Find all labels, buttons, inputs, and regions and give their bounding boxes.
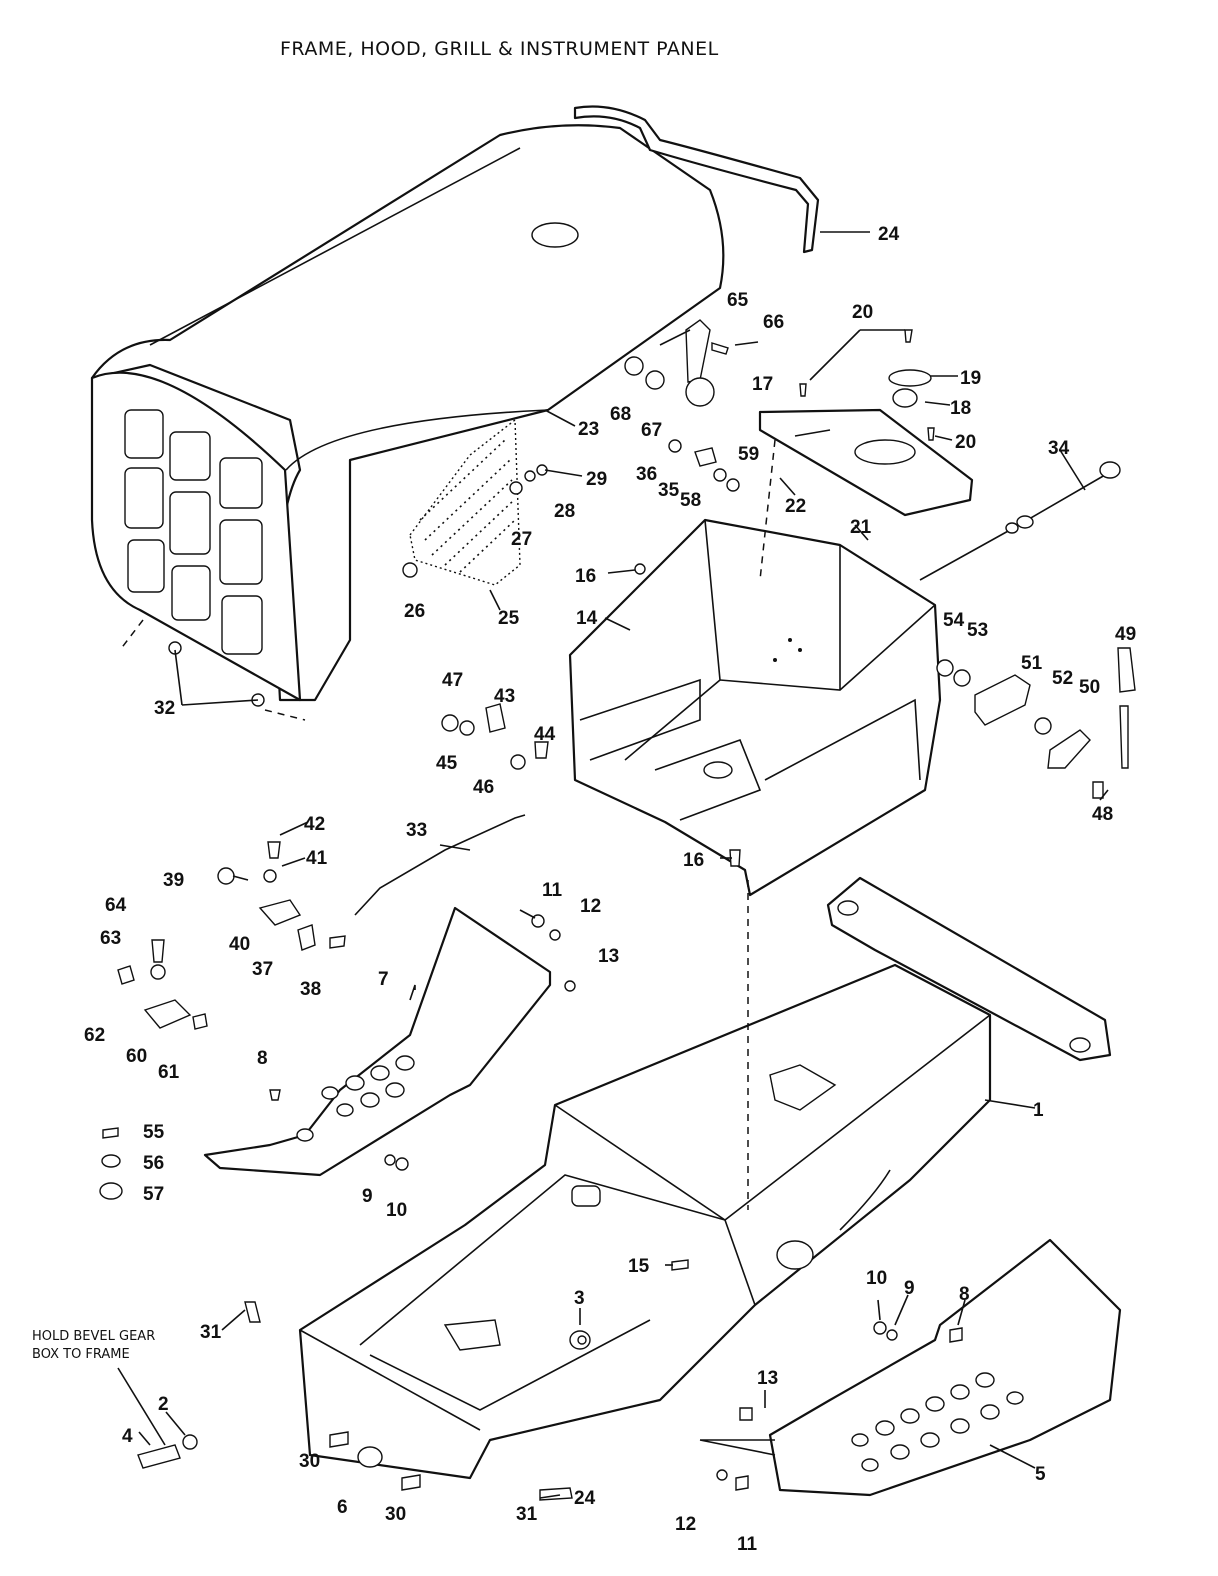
callout-26: 26 xyxy=(404,601,425,622)
callout-12b: 12 xyxy=(675,1514,696,1535)
callout-46: 46 xyxy=(473,777,494,798)
callout-55: 55 xyxy=(143,1122,165,1143)
callout-39: 39 xyxy=(163,870,184,891)
callout-13b: 13 xyxy=(757,1368,778,1389)
callout-50: 50 xyxy=(1079,677,1100,698)
left-footrest-part xyxy=(205,908,550,1175)
callout-9b: 9 xyxy=(904,1278,915,1299)
callout-21: 21 xyxy=(850,517,872,538)
grill-screen-part xyxy=(410,420,520,585)
callout-8a: 8 xyxy=(257,1048,268,1069)
callout-17: 17 xyxy=(752,374,773,395)
callout-58: 58 xyxy=(680,490,701,511)
callout-16a: 16 xyxy=(575,566,596,587)
callout-41: 41 xyxy=(306,848,328,869)
grill-part xyxy=(92,373,300,700)
callout-36: 36 xyxy=(636,464,657,485)
callout-51: 51 xyxy=(1021,653,1043,674)
control-rod-part xyxy=(355,815,525,915)
callout-31b: 31 xyxy=(516,1504,538,1525)
callout-57: 57 xyxy=(143,1184,164,1205)
callout-20a: 20 xyxy=(852,302,873,323)
right-footrest-part xyxy=(770,1240,1120,1495)
callout-65: 65 xyxy=(727,290,749,311)
callout-6: 6 xyxy=(337,1497,348,1518)
callout-18: 18 xyxy=(950,398,971,419)
callout-25: 25 xyxy=(498,608,520,629)
callout-12a: 12 xyxy=(580,896,601,917)
callout-11b: 11 xyxy=(737,1534,758,1555)
callout-62: 62 xyxy=(84,1025,105,1046)
callout-63: 63 xyxy=(100,928,121,949)
callout-22: 22 xyxy=(785,496,806,517)
callout-30a: 30 xyxy=(299,1451,320,1472)
callout-35: 35 xyxy=(658,480,680,501)
callout-13a: 13 xyxy=(598,946,619,967)
callout-1: 1 xyxy=(1033,1100,1044,1121)
callout-64: 64 xyxy=(105,895,127,916)
callout-66: 66 xyxy=(763,312,784,333)
callout-53: 53 xyxy=(967,620,988,641)
callout-19: 19 xyxy=(960,368,981,389)
callout-3: 3 xyxy=(574,1288,585,1309)
callout-30b: 30 xyxy=(385,1504,406,1525)
callout-5: 5 xyxy=(1035,1464,1046,1485)
callout-42: 42 xyxy=(304,814,325,835)
callout-20b: 20 xyxy=(955,432,976,453)
callout-61: 61 xyxy=(158,1062,180,1083)
callout-48: 48 xyxy=(1092,804,1113,825)
callout-44: 44 xyxy=(534,724,556,745)
callout-43: 43 xyxy=(494,686,515,707)
callout-14: 14 xyxy=(576,608,598,629)
callout-54: 54 xyxy=(943,610,965,631)
callout-7: 7 xyxy=(378,969,389,990)
dash-console-part xyxy=(570,520,940,895)
callout-38: 38 xyxy=(300,979,321,1000)
callout-15: 15 xyxy=(628,1256,650,1277)
hardware-legend-part xyxy=(100,1128,122,1199)
callout-31a: 31 xyxy=(200,1322,222,1343)
callout-4: 4 xyxy=(122,1426,133,1447)
callout-24b: 24 xyxy=(574,1488,596,1509)
callout-23: 23 xyxy=(578,419,599,440)
callout-34: 34 xyxy=(1048,438,1070,459)
callout-9a: 9 xyxy=(362,1186,373,1207)
callout-60: 60 xyxy=(126,1046,147,1067)
callout-11a: 11 xyxy=(542,880,563,901)
callout-40: 40 xyxy=(229,934,250,955)
callout-45: 45 xyxy=(436,753,458,774)
callout-52: 52 xyxy=(1052,668,1073,689)
callout-59: 59 xyxy=(738,444,759,465)
callout-27: 27 xyxy=(511,529,532,550)
callout-29: 29 xyxy=(586,469,607,490)
callout-10a: 10 xyxy=(386,1200,407,1221)
callout-16b: 16 xyxy=(683,850,704,871)
callout-68: 68 xyxy=(610,404,631,425)
callout-24a: 24 xyxy=(878,224,900,245)
callout-32: 32 xyxy=(154,698,175,719)
callout-10b: 10 xyxy=(866,1268,887,1289)
callout-37: 37 xyxy=(252,959,273,980)
callout-28: 28 xyxy=(554,501,575,522)
callout-33: 33 xyxy=(406,820,427,841)
callout-67: 67 xyxy=(641,420,662,441)
callout-49: 49 xyxy=(1115,624,1136,645)
instrument-panel-part xyxy=(760,330,972,515)
callout-8b: 8 xyxy=(959,1284,970,1305)
callout-2: 2 xyxy=(158,1394,169,1415)
callout-47: 47 xyxy=(442,670,463,691)
callout-56: 56 xyxy=(143,1153,164,1174)
